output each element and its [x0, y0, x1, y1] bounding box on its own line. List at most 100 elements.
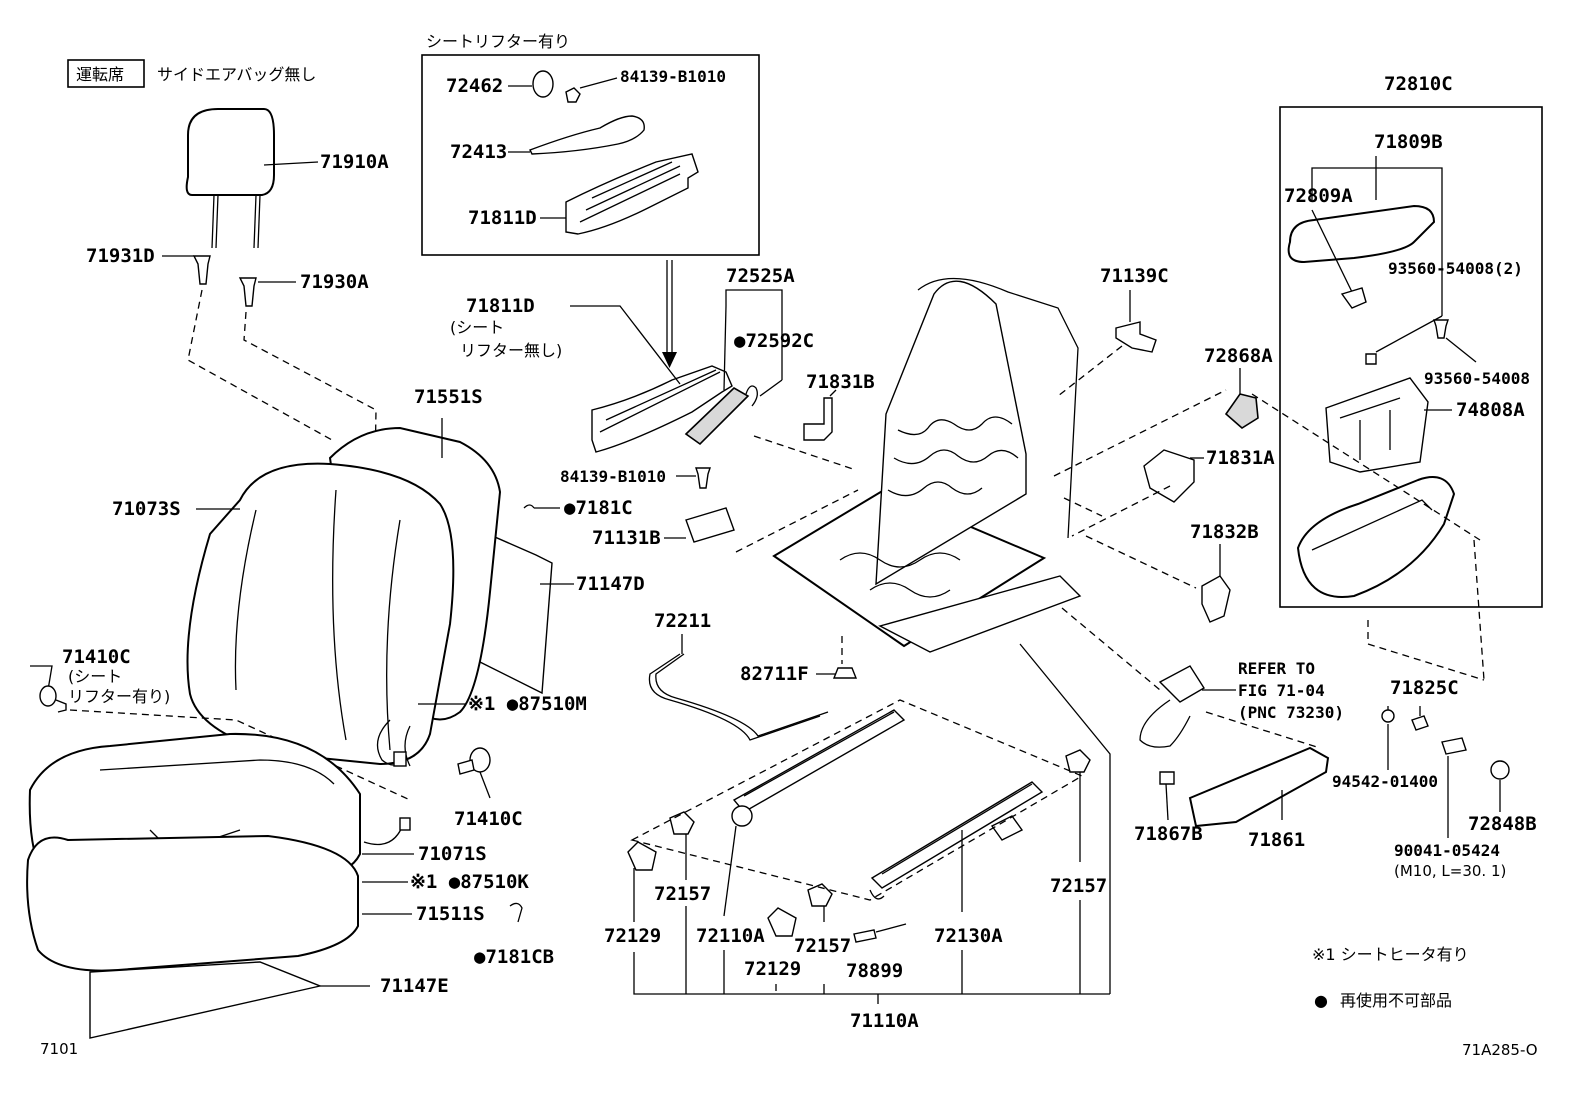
clip-82711F-shape	[832, 667, 858, 679]
seatback-group: 71147D 71551S 71073S ※1 ●87510M ●7181C	[112, 386, 645, 767]
part-93560-54008: 93560-54008	[1424, 369, 1530, 388]
knob-71410C-top-shape	[39, 685, 57, 707]
part-84139-B1010-top: 84139-B1010	[620, 67, 726, 86]
note-non-reusable: 再使用不可部品	[1340, 991, 1452, 1010]
refer-line1: REFER TO	[1238, 659, 1315, 678]
part-72129-a: 72129	[604, 925, 661, 947]
part-71071S: 71071S	[418, 843, 487, 865]
washer-94542-shape	[1381, 709, 1395, 723]
buckle-shape	[1158, 665, 1205, 703]
right-brackets: 72868A 71831A 71832B REFER TO FIG 71-04 …	[1134, 345, 1537, 880]
lifter-box-title: シートリフター有り	[426, 32, 570, 51]
part-71410C-top: 71410C	[62, 646, 131, 668]
tray-74808A-shape	[1325, 377, 1429, 473]
part-72157-b: 72157	[794, 935, 851, 957]
bracket-72157-c-shape	[1065, 749, 1091, 773]
driver-seat-label: 運転席	[76, 65, 124, 84]
plate-71131B-shape	[685, 507, 735, 543]
part-71147D: 71147D	[576, 573, 645, 595]
bracket-71831A-shape	[1143, 449, 1195, 503]
part-72157-a: 72157	[654, 883, 711, 905]
rail-72130A-shape	[870, 781, 1044, 889]
footer: 7101 71A285-O	[40, 1040, 1538, 1059]
part-71930A: 71930A	[300, 271, 369, 293]
part-71831B: 71831B	[806, 371, 875, 393]
cover-72129-a-shape	[627, 841, 657, 871]
headrest-group: 71910A 71931D 71930A	[86, 108, 389, 471]
guide-71931D-shape	[192, 255, 211, 285]
part-72592C: ●72592C	[734, 330, 814, 352]
cover-71811D-top-shape	[565, 153, 699, 235]
cushion-pad-71511S-shape	[26, 834, 359, 972]
part-71511S: 71511S	[416, 903, 485, 925]
part-71811D-note2: リフター無し)	[460, 341, 562, 360]
cap-72848B-shape	[1490, 760, 1510, 780]
seat-frame-shape	[772, 488, 1047, 648]
part-78899: 78899	[846, 960, 903, 982]
refer-line2: FIG 71-04	[1238, 681, 1325, 700]
part-71832B: 71832B	[1190, 521, 1259, 543]
part-71910A: 71910A	[320, 151, 389, 173]
part-94542-01400: 94542-01400	[1332, 772, 1438, 791]
part-72462: 72462	[446, 75, 503, 97]
part-71410C-note1: (シート	[68, 667, 122, 686]
footer-left-code: 7101	[40, 1040, 78, 1058]
part-71110A: 71110A	[850, 1010, 919, 1032]
part-72848B: 72848B	[1468, 813, 1537, 835]
part-72413: 72413	[450, 141, 507, 163]
rail-72110A-shape	[732, 709, 906, 813]
lifter-arrow	[662, 260, 677, 368]
part-71861: 71861	[1248, 829, 1305, 851]
armrest-body-shape	[1296, 476, 1456, 598]
center-parts: 71811D (シート リフター無し) 72525A ●72592C 71831…	[450, 265, 1169, 994]
part-84139-B1010: 84139-B1010	[560, 467, 666, 486]
knob-71410C-top-group: 71410C (シート リフター有り)	[30, 646, 411, 801]
refer-line3: (PNC 73230)	[1238, 703, 1344, 722]
note-non-reusable-symbol: ●	[1314, 991, 1328, 1010]
clip-84139-shape	[695, 467, 711, 489]
part-71811D-note1: (シート	[450, 318, 504, 337]
part-71139C: 71139C	[1100, 265, 1169, 287]
part-90041-note: (M10, L=30. 1)	[1394, 862, 1506, 880]
part-7181CB: ●7181CB	[474, 946, 554, 968]
footer-right-code: 71A285-O	[1462, 1041, 1538, 1059]
latch-72809A-shape	[1340, 287, 1367, 309]
part-87510M: ※1 ●87510M	[468, 693, 587, 715]
part-90041-05424: 90041-05424	[1394, 841, 1500, 860]
part-72810C: 72810C	[1384, 73, 1453, 95]
lifter-box-frame	[421, 54, 760, 256]
bracket-71831B-shape	[803, 397, 833, 441]
base-board-71147E-shape	[89, 961, 323, 1039]
cover-72129-b-shape	[767, 907, 797, 937]
notes: ※1 シートヒータ有り ● 再使用不可部品	[1312, 945, 1469, 1010]
part-71931D: 71931D	[86, 245, 155, 267]
clip-84139-top-shape	[565, 87, 581, 103]
lever-72525A-shape	[684, 387, 750, 446]
part-7181C: ●7181C	[564, 497, 633, 519]
part-71551S: 71551S	[414, 386, 483, 408]
part-72211: 72211	[654, 610, 711, 632]
header-subtitle: サイドエアバッグ無し	[157, 65, 316, 84]
rails-group: 72110A 72130A 72129 72157 72129 72157 78…	[604, 699, 1110, 1032]
armrest-box-group: 72810C 71809B 72809A 93560-54008(2) 9356…	[1279, 73, 1543, 608]
part-71867B: 71867B	[1134, 823, 1203, 845]
side-cover-71811D-shape	[591, 365, 733, 453]
header: 運転席 サイドエアバッグ無し	[67, 59, 316, 88]
bracket-72157-b-shape	[807, 883, 833, 907]
note-seat-heater: ※1 シートヒータ有り	[1312, 945, 1469, 964]
part-71073S: 71073S	[112, 498, 181, 520]
part-72110A: 72110A	[696, 925, 765, 947]
part-71811D: 71811D	[466, 295, 535, 317]
part-71831A: 71831A	[1206, 447, 1275, 469]
part-72809A: 72809A	[1284, 185, 1353, 207]
lever-72413-shape	[529, 115, 645, 155]
lid-71809B-shape	[1287, 204, 1436, 264]
knob-72462-shape	[532, 70, 554, 98]
bolt-78899-shape	[853, 929, 877, 943]
seat-lifter-box: シートリフター有り 72462 84139-B1010 72413 71811D	[421, 32, 760, 256]
cover-71861-shape	[1188, 746, 1330, 828]
cover-72868A-shape	[1224, 393, 1259, 429]
part-71825C: 71825C	[1390, 677, 1459, 699]
part-93560-54008-2: 93560-54008(2)	[1388, 259, 1523, 278]
